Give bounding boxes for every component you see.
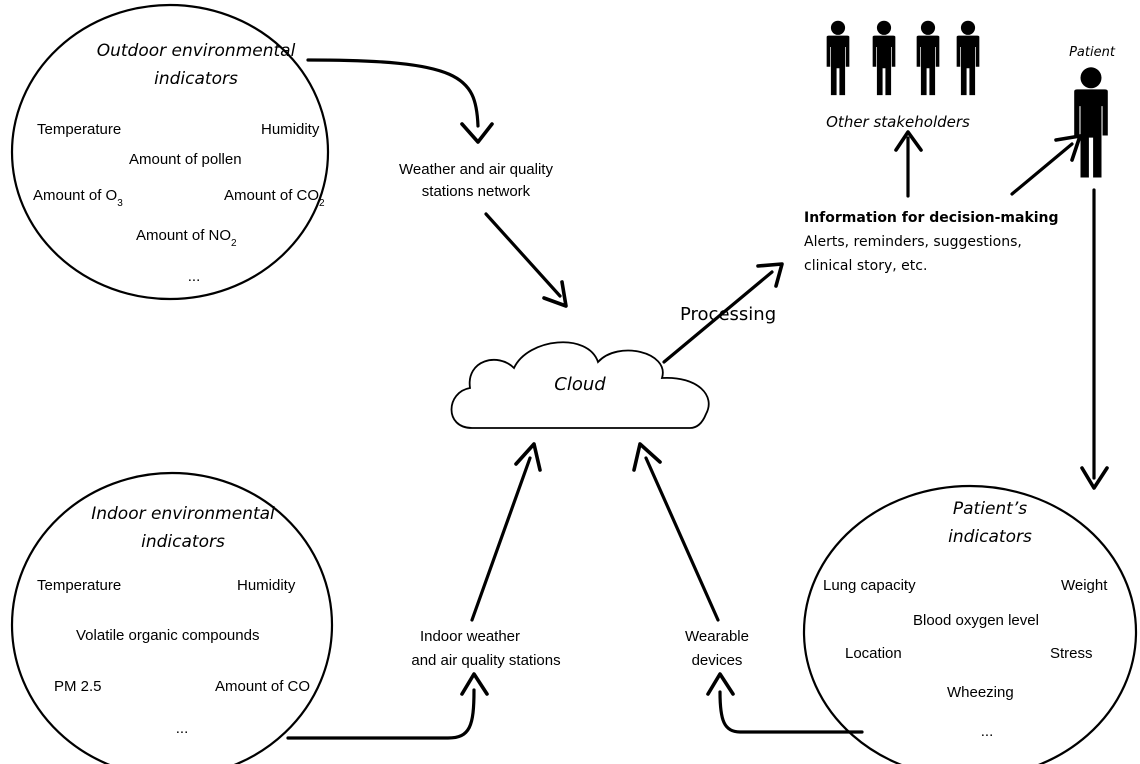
arrow-head xyxy=(632,442,662,472)
patient-ellipsis: ... xyxy=(981,723,994,740)
arrow-head xyxy=(460,122,494,144)
arrow-indoor-to-stations xyxy=(286,688,476,740)
weather-stations-line1: Weather and air quality xyxy=(399,161,553,178)
arrow-head xyxy=(894,130,923,152)
information-line2: clinical story, etc. xyxy=(804,258,927,274)
patient-oxygen: Blood oxygen level xyxy=(913,612,1039,629)
indoor-indicators-ellipse xyxy=(10,471,334,764)
indoor-ellipsis: ... xyxy=(176,720,189,737)
weather-stations-node: Weather and air quality stations network xyxy=(399,161,553,200)
arrow-wearables-to-cloud xyxy=(644,456,720,622)
patient-wheezing: Wheezing xyxy=(947,684,1014,701)
patient-weight: Weight xyxy=(1061,577,1108,594)
indoor-humidity: Humidity xyxy=(237,577,296,594)
person-icon xyxy=(826,20,850,96)
stakeholders-group: Other stakeholders xyxy=(826,20,980,131)
arrow-outdoor-to-stations xyxy=(306,58,480,128)
outdoor-indicators-group: Outdoor environmental indicators Tempera… xyxy=(10,3,330,301)
cloud-group: Cloud xyxy=(450,341,710,429)
wearables-line2: devices xyxy=(692,652,743,669)
arrow-head xyxy=(460,672,489,696)
outdoor-no2: Amount of NO2 xyxy=(136,227,237,249)
patient-indicators-title-line1: Patient’s xyxy=(953,499,1027,519)
patient-indicators-title-line2: indicators xyxy=(948,527,1032,547)
arrow-head xyxy=(706,672,735,696)
wearables-line1: Wearable xyxy=(685,628,749,645)
arrow-stations-to-cloud xyxy=(484,212,562,298)
person-icon xyxy=(872,20,896,96)
person-icon xyxy=(956,20,980,96)
patient-stress: Stress xyxy=(1050,645,1093,662)
outdoor-humidity: Humidity xyxy=(261,121,320,138)
outdoor-indicators-ellipse xyxy=(10,3,330,301)
indoor-pm25: PM 2.5 xyxy=(54,678,102,695)
arrow-patient-indicators-to-wearables xyxy=(718,690,864,734)
person-icon xyxy=(916,20,940,96)
cloud-label: Cloud xyxy=(554,374,606,395)
indoor-co: Amount of CO xyxy=(215,678,310,695)
arrow-indoor-stations-to-cloud xyxy=(470,456,532,622)
arrow-information-to-patient xyxy=(1010,142,1074,196)
stakeholders-label: Other stakeholders xyxy=(826,113,970,131)
patient-indicators-ellipse xyxy=(802,484,1138,764)
patient-lung-capacity: Lung capacity xyxy=(823,577,916,594)
indoor-indicators-group: Indoor environmental indicators Temperat… xyxy=(10,471,334,764)
indoor-title-line1: Indoor environmental xyxy=(91,504,275,524)
patient-label: Patient xyxy=(1069,45,1116,60)
outdoor-ellipsis: ... xyxy=(188,268,201,285)
information-line1: Alerts, reminders, suggestions, xyxy=(804,234,1022,250)
indoor-stations-line2: and air quality stations xyxy=(411,652,560,669)
arrows xyxy=(286,58,1109,740)
indoor-stations-line1: Indoor weather xyxy=(420,628,520,645)
patient-location: Location xyxy=(845,645,902,662)
outdoor-title-line2: indicators xyxy=(154,69,238,89)
arrow-head xyxy=(756,262,784,288)
indoor-title-line2: indicators xyxy=(141,532,225,552)
outdoor-o3: Amount of O3 xyxy=(33,187,123,209)
information-node: Information for decision-making Alerts, … xyxy=(804,210,1059,274)
indoor-voc: Volatile organic compounds xyxy=(76,627,259,644)
outdoor-co2: Amount of CO2 xyxy=(224,187,325,209)
information-heading: Information for decision-making xyxy=(804,210,1059,226)
indoor-temperature: Temperature xyxy=(37,577,121,594)
outdoor-pollen: Amount of pollen xyxy=(129,151,242,168)
outdoor-temperature: Temperature xyxy=(37,121,121,138)
arrow-head xyxy=(542,280,568,308)
patient-group: Patient xyxy=(1069,45,1116,178)
wearables-node: Wearable devices xyxy=(685,628,749,669)
arrow-head xyxy=(514,442,542,472)
weather-stations-line2: stations network xyxy=(422,183,531,200)
outdoor-title-line1: Outdoor environmental xyxy=(97,41,296,61)
cloud-icon xyxy=(450,341,710,429)
patient-indicators-group: Patient’s indicators Lung capacity Weigh… xyxy=(802,484,1138,764)
arrow-head xyxy=(1080,466,1109,490)
person-icon xyxy=(1074,67,1108,178)
indoor-stations-node: Indoor weather and air quality stations xyxy=(411,628,560,669)
processing-label: Processing xyxy=(680,304,776,325)
arrow-cloud-to-information xyxy=(662,270,774,364)
arrow-head xyxy=(1054,134,1082,162)
